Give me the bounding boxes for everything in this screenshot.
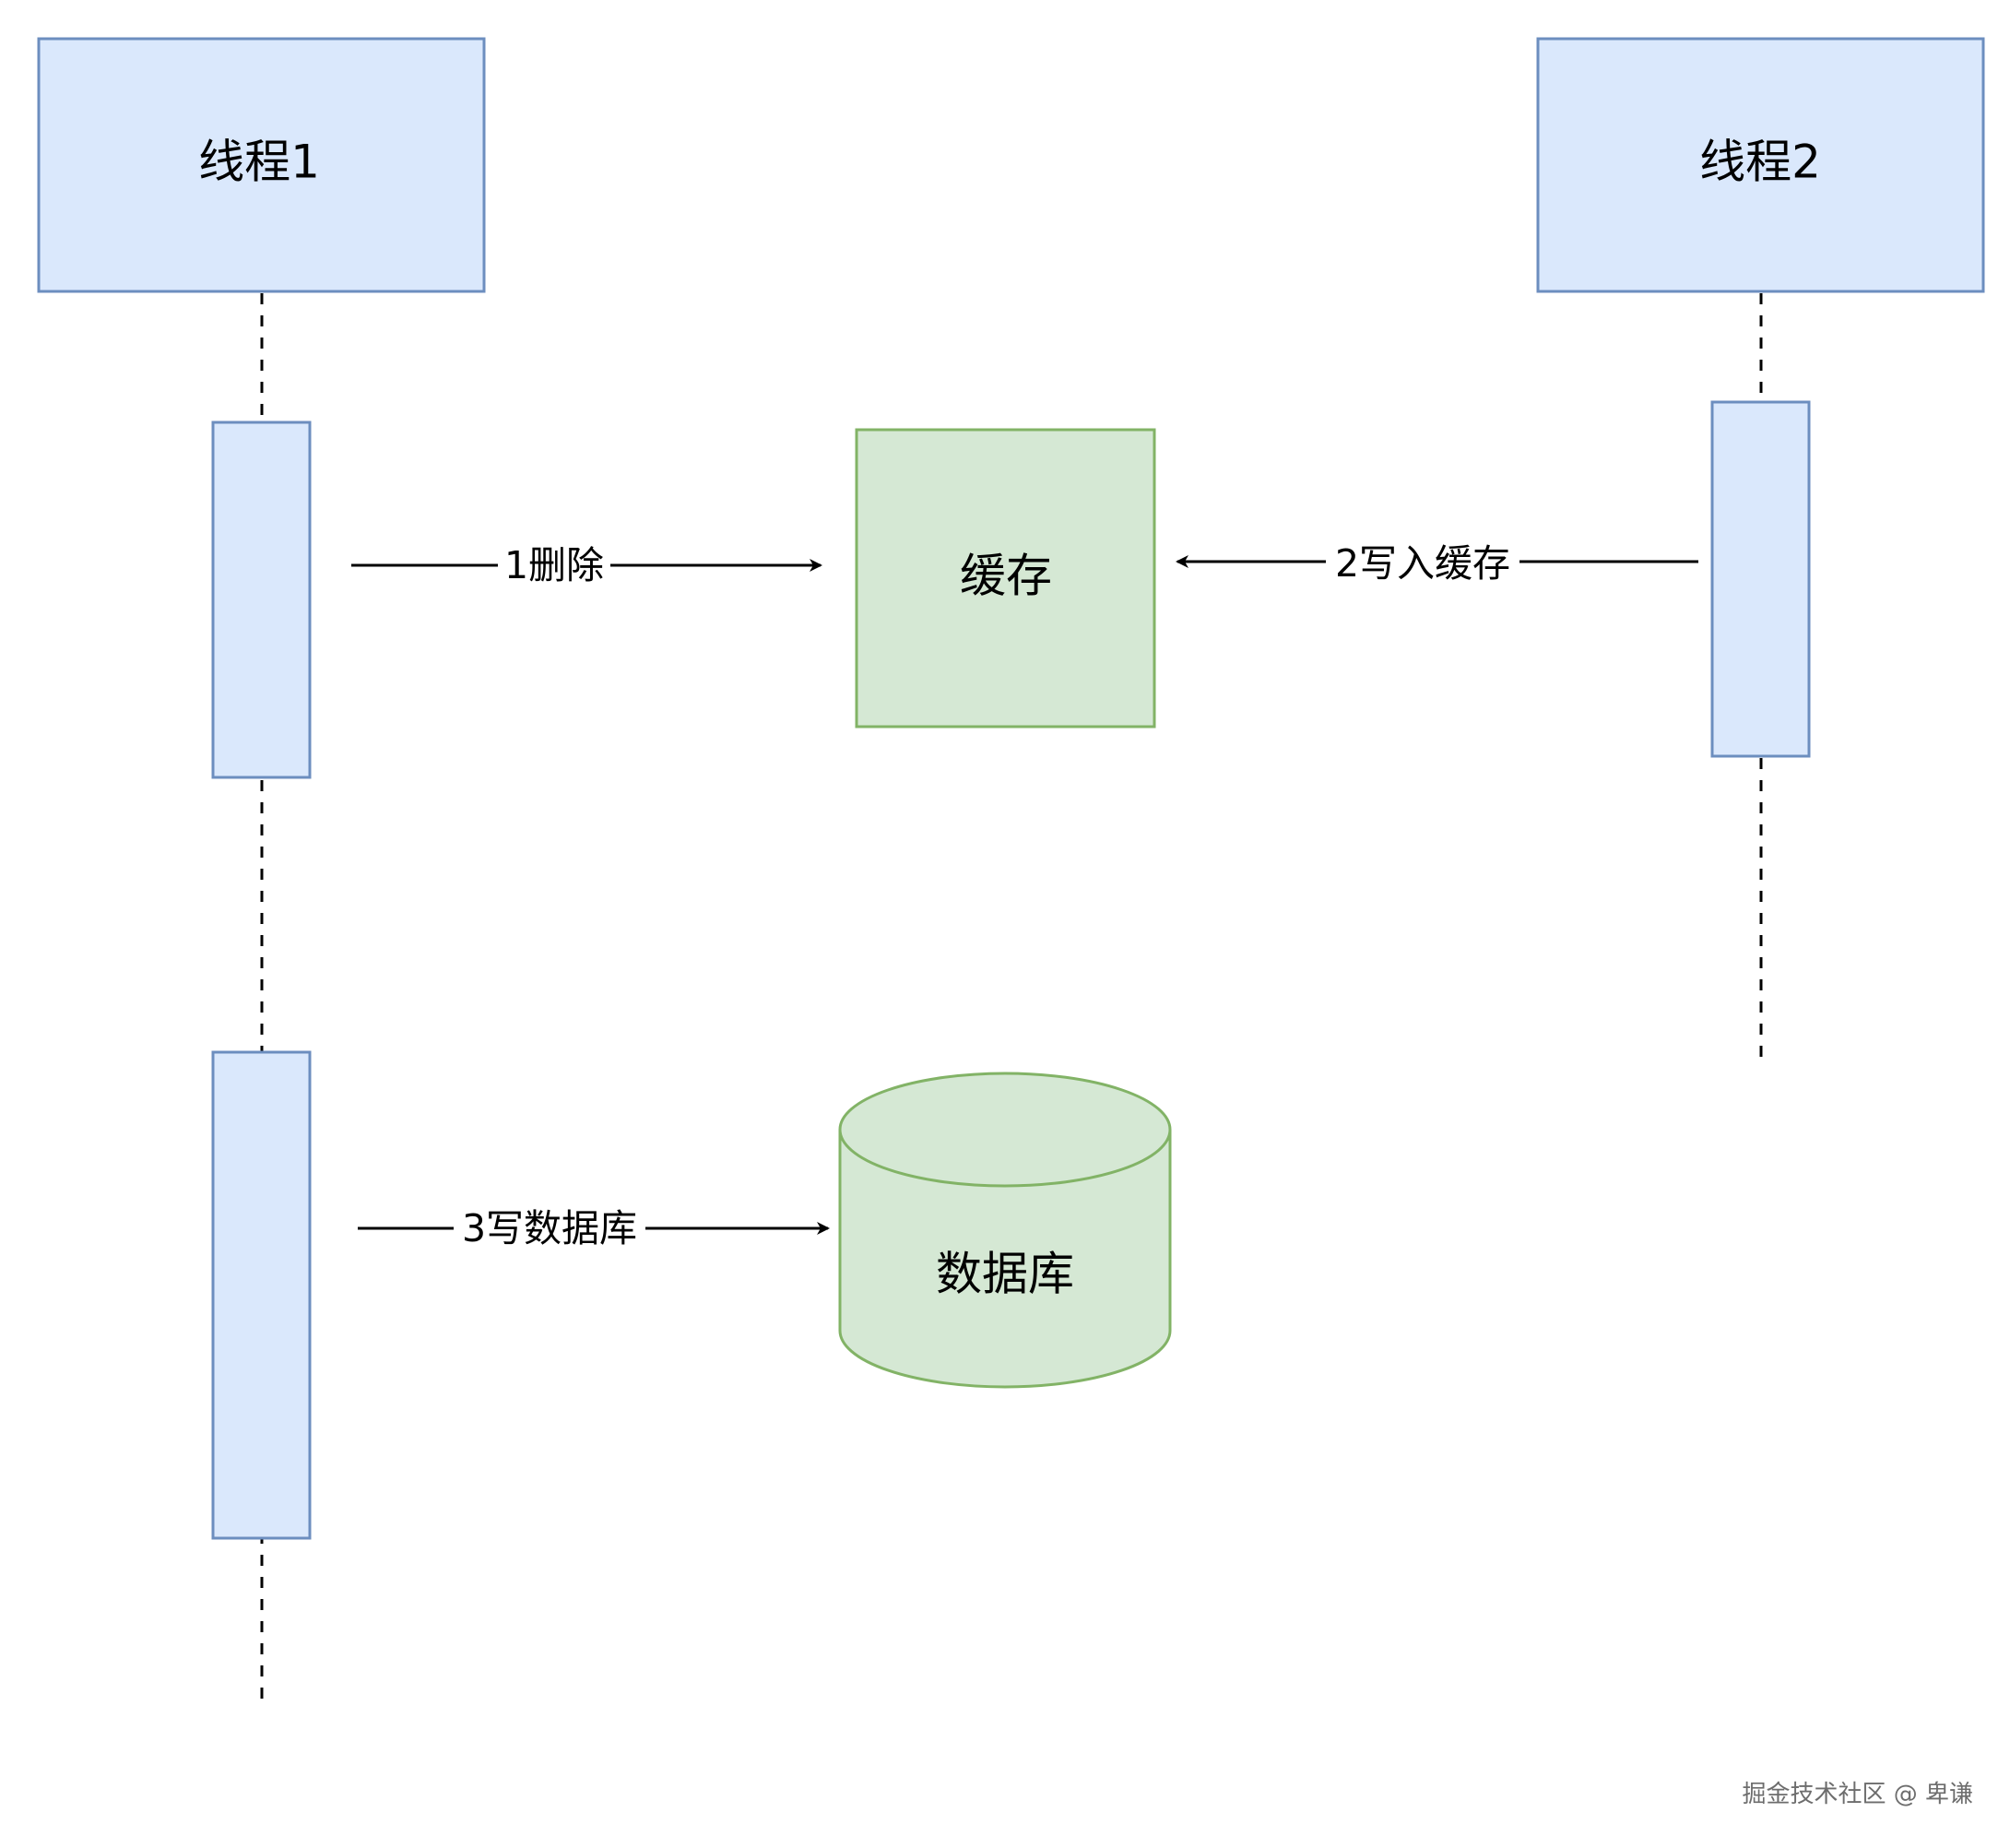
edge-write-cache-label: 2写入缓存 (1335, 541, 1510, 586)
edge-write-cache[interactable]: 2写入缓存 (1176, 540, 1698, 586)
thread1-label: 线程1 (198, 136, 320, 189)
database-label: 数据库 (936, 1248, 1074, 1301)
edge-write-db-label: 3写数据库 (462, 1206, 637, 1250)
thread2-box[interactable]: 线程2 (1536, 37, 1985, 293)
thread1-activation-bar-2[interactable] (211, 1050, 312, 1540)
thread2-activation-bar[interactable] (1710, 400, 1811, 758)
watermark-text: 掘金技术社区 @ 卑谦 (1742, 1781, 1973, 1808)
thread1-box[interactable]: 线程1 (37, 37, 486, 293)
edge-delete[interactable]: 1删除 (351, 543, 822, 587)
cache-box[interactable]: 缓存 (855, 428, 1156, 729)
edge-write-db[interactable]: 3写数据库 (358, 1206, 830, 1250)
cache-label: 缓存 (960, 550, 1052, 603)
thread1-activation-bar-1[interactable] (211, 421, 312, 779)
database-cylinder[interactable]: 数据库 (838, 1072, 1172, 1389)
thread2-label: 线程2 (1699, 136, 1821, 189)
edge-delete-label: 1删除 (504, 543, 604, 587)
